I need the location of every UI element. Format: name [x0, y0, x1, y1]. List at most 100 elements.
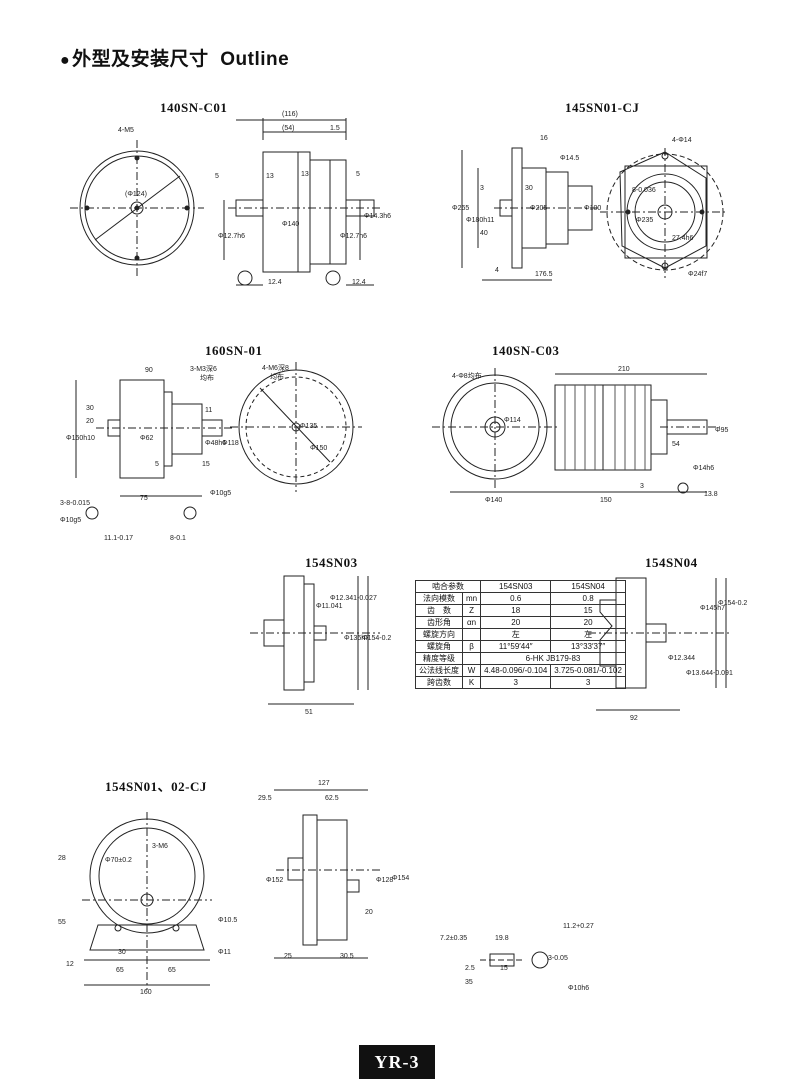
dim-text: 210 [618, 366, 630, 373]
page-title-en: Outline [220, 49, 290, 70]
dim-text: 15 [500, 965, 508, 972]
gear-spec-table: 啮合参数 154SN03 154SN04 法向模数 mn 0.6 0.8 齿 数… [414, 580, 626, 689]
dim-text: Φ95 [715, 427, 728, 434]
dim-text: 29.5 [258, 795, 272, 802]
dim-text: 4-M5 [118, 127, 134, 134]
table-cell: 20 [550, 616, 626, 629]
dim-text: 3-0.05 [548, 955, 568, 962]
dim-text: 20 [365, 909, 373, 916]
table-cell: 齿形角 [415, 616, 463, 629]
table-cell: 11°59′44″ [480, 640, 552, 653]
dim-text: 15 [202, 461, 210, 468]
drawing-140sn-c03 [432, 368, 720, 494]
dim-text: 4-M6深8 [262, 363, 289, 372]
drawing-145sn01-cj [461, 147, 728, 281]
dim-text: Φ62 [140, 435, 153, 442]
dim-text: Φ12.341-0.027 [330, 595, 377, 602]
dim-text: 19.8 [495, 935, 509, 942]
dim-text: Φ140 [485, 497, 502, 504]
dim-text: 均布 [270, 372, 284, 381]
dim-text: 3-M3深6 [190, 364, 217, 373]
table-cell: 20 [480, 616, 552, 629]
dim-text: 75 [140, 495, 148, 502]
dim-text: 2.5 [465, 965, 475, 972]
dim-text: 65 [116, 967, 124, 974]
model-label-160sn-01: 160SN-01 [205, 343, 263, 358]
dim-text: 11.2+0.27 [563, 923, 594, 930]
table-cell: mn [461, 592, 482, 605]
table-cell [461, 652, 482, 665]
dim-text: Φ12.7h6 [218, 233, 245, 240]
dim-text: Φ10g5 [210, 490, 231, 497]
table-cell: 3 [550, 676, 626, 689]
dim-text: Φ14.5 [560, 155, 579, 162]
dim-text: Φ154-0.2 [718, 600, 747, 607]
page-title-cn: 外型及安装尺寸 [72, 49, 209, 70]
dim-text: 35 [465, 979, 473, 986]
page-title: ●外型及安装尺寸 Outline [60, 44, 289, 71]
table-cell: 齿 数 [415, 604, 463, 617]
table-cell: 螺旋方向 [415, 628, 463, 641]
dim-text: Φ135 [300, 423, 317, 430]
dim-text: Φ154 [392, 875, 409, 882]
table-header-row: 啮合参数 154SN03 154SN04 [414, 580, 626, 593]
dim-text: 5 [215, 173, 219, 180]
model-label-154sn01-02-cj: 154SN01、02-CJ [105, 779, 207, 794]
dim-text: 150 [600, 497, 612, 504]
table-cell: W [461, 664, 482, 677]
drawing-154sn01-02-cj [82, 789, 549, 990]
dim-text: 3-8-0.015 [60, 500, 90, 507]
dim-text: 27.4h6 [672, 235, 694, 242]
dim-text: 4-Φ8均布 [452, 371, 482, 380]
drawing-154sn03 [250, 575, 380, 705]
dim-text: 127 [318, 780, 330, 787]
dim-text: 160 [140, 989, 152, 996]
dim-text: Φ10h6 [568, 985, 589, 992]
dim-text: 28 [58, 855, 66, 862]
dim-text: 65 [168, 967, 176, 974]
table-cell: Z [461, 604, 482, 617]
dim-text: 5 [155, 461, 159, 468]
dim-text: 13 [266, 173, 274, 180]
dim-text: 8-0.1 [170, 535, 186, 542]
dim-text: 40 [480, 230, 488, 237]
dim-text: Φ154-0.2 [362, 635, 391, 642]
dim-text: 51 [305, 709, 313, 716]
dim-text: 3 [640, 483, 644, 490]
motor-side-view [262, 151, 311, 273]
table-row: 螺旋角 β 11°59′44″ 13°33′37″ [415, 640, 626, 653]
table-cell [461, 628, 482, 641]
dim-text: (Φ124) [125, 191, 147, 198]
dim-text: 90 [145, 367, 153, 374]
table-cell: 13°33′37″ [550, 640, 626, 653]
dim-text: 55 [58, 919, 66, 926]
table-cell: 左 [550, 628, 626, 641]
table-cell: 4.48-0.096/-0.104 [480, 664, 552, 677]
dim-text: Φ136h7 [344, 635, 369, 642]
bullet-icon: ● [60, 52, 71, 69]
table-row: 齿 数 Z 18 15 [415, 604, 626, 617]
model-label-140sn-c01: 140SN-C01 [160, 100, 228, 115]
dim-text: Φ150 [310, 445, 327, 452]
dim-text: (54) [282, 125, 294, 132]
dim-text: 12 [66, 961, 74, 968]
table-header-cell: 154SN04 [550, 580, 626, 593]
table-cell: K [461, 676, 482, 689]
table-row: 跨齿数 K 3 3 [415, 676, 626, 689]
dim-text: 11.1-0.17 [104, 535, 133, 542]
table-cell: 0.8 [550, 592, 626, 605]
table-cell: 跨齿数 [415, 676, 463, 689]
dim-text: 12.4 [268, 279, 282, 286]
table-cell: 左 [480, 628, 552, 641]
dim-text: Φ48h6 [205, 440, 226, 447]
drawing-140sn-c01 [70, 118, 380, 286]
dim-text: Φ11 [218, 949, 231, 956]
table-cell: 18 [480, 604, 552, 617]
dim-text: Φ24f7 [688, 271, 707, 278]
table-cell: 公法线长度 [415, 664, 463, 677]
dim-text: (116) [282, 111, 298, 118]
dim-text: Φ180h11 [466, 217, 495, 224]
dim-text: 13 [301, 171, 309, 178]
table-cell: 螺旋角 [415, 640, 463, 653]
